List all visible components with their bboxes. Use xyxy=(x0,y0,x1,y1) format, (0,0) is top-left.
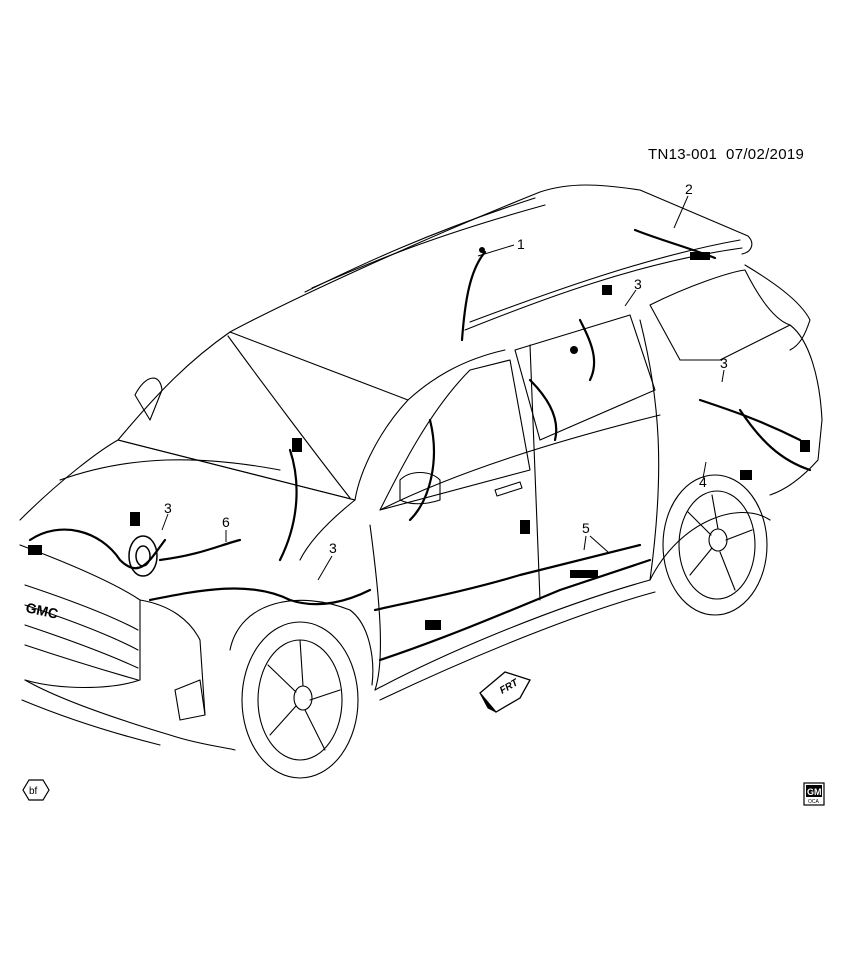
rear-spokes xyxy=(687,494,753,591)
door-handle-front xyxy=(494,481,523,497)
belt-line xyxy=(379,414,661,511)
connector xyxy=(130,512,140,526)
harness-rear-quarter xyxy=(698,398,802,442)
hood xyxy=(19,439,356,561)
front-door-window xyxy=(379,359,531,511)
callout-6: 6 xyxy=(222,514,230,530)
gm-logo-sub: OCA xyxy=(808,799,820,805)
harness-engine-bay xyxy=(148,587,372,606)
front-wheel-hub xyxy=(293,685,313,711)
drawing-id: TN13-001 07/02/2019 xyxy=(648,146,804,163)
gm-logo: GM OCA xyxy=(803,782,825,806)
front-direction-arrow: FRT xyxy=(479,671,531,713)
windshield xyxy=(117,331,409,501)
rocker-lower xyxy=(379,591,656,701)
drawing-code: TN13-001 xyxy=(648,146,718,163)
connector xyxy=(520,520,530,534)
roof-rail-right-inner xyxy=(469,239,741,323)
connector xyxy=(292,438,302,452)
callout-3c: 3 xyxy=(164,500,172,516)
wiper-bracket xyxy=(134,377,163,421)
connector xyxy=(602,285,612,295)
connector xyxy=(570,346,578,354)
rocker xyxy=(374,579,651,691)
connector xyxy=(690,252,710,260)
harness-roof xyxy=(460,250,487,342)
harness-instrument xyxy=(278,448,298,562)
rear-door-window xyxy=(514,314,656,441)
callout-4: 4 xyxy=(699,474,707,490)
harness-floor xyxy=(378,558,652,662)
leader-3b xyxy=(721,369,725,383)
roof-rail-left-inner xyxy=(311,204,546,289)
grille-mid2 xyxy=(24,624,139,669)
front-door-line xyxy=(369,524,382,691)
harness-pillar xyxy=(408,418,436,522)
callout-3a: 3 xyxy=(634,276,642,292)
harness-door xyxy=(528,378,558,442)
leader-1 xyxy=(477,244,515,257)
connector xyxy=(28,545,42,555)
rear-glass xyxy=(744,264,811,351)
front-fender-arch xyxy=(229,599,374,686)
grille-brand: GMC xyxy=(24,599,59,621)
bumper xyxy=(21,699,161,746)
front-wheel-rim xyxy=(257,639,343,761)
b-pillar-line xyxy=(529,344,541,601)
roof-outline xyxy=(229,184,753,333)
harness-under-hood xyxy=(158,538,242,562)
callout-5: 5 xyxy=(582,520,590,536)
connector xyxy=(425,620,441,630)
leader-2 xyxy=(673,195,689,229)
horn-coil xyxy=(128,535,158,577)
connector xyxy=(800,440,810,452)
roof-rail-left xyxy=(304,197,536,293)
quarter-window xyxy=(649,269,791,361)
front-lower xyxy=(24,679,236,751)
leader-3c xyxy=(161,513,169,531)
harness-rear-body xyxy=(738,408,812,472)
bf-badge: bf xyxy=(22,779,50,801)
callout-3b: 3 xyxy=(720,355,728,371)
fog-lamp xyxy=(174,679,206,721)
rear-door-line xyxy=(639,319,660,581)
harness-headliner xyxy=(578,318,596,382)
leader-3d xyxy=(317,555,333,581)
harness-front-engine xyxy=(28,528,167,570)
grille-bottom xyxy=(24,644,139,681)
rear-fender xyxy=(649,511,771,581)
headlamp-area xyxy=(139,599,206,716)
mirror xyxy=(399,471,441,505)
grille-mid1 xyxy=(24,604,139,651)
windshield-line xyxy=(227,335,351,499)
callout-3d: 3 xyxy=(329,540,337,556)
harness-body-side xyxy=(373,543,642,612)
callout-1: 1 xyxy=(517,236,525,252)
connector xyxy=(479,247,485,253)
leader-5 xyxy=(583,535,609,553)
bf-label: bf xyxy=(29,786,38,797)
a-pillar xyxy=(407,349,506,401)
gm-logo-text: GM xyxy=(807,787,822,797)
hood-crease xyxy=(59,459,281,481)
rear-wheel-rim xyxy=(678,490,756,600)
leader-3a xyxy=(624,289,637,307)
front-wheel xyxy=(241,621,359,779)
connector xyxy=(740,470,752,480)
connector xyxy=(570,570,598,578)
drawing-date: 07/02/2019 xyxy=(726,146,805,163)
callout-2: 2 xyxy=(685,181,693,197)
horn-coil-inner xyxy=(135,545,151,567)
rear-wheel xyxy=(662,474,768,616)
front-spokes xyxy=(267,639,341,751)
leader-4 xyxy=(702,461,707,479)
grille-top xyxy=(24,584,139,631)
tail-panel xyxy=(769,324,823,496)
